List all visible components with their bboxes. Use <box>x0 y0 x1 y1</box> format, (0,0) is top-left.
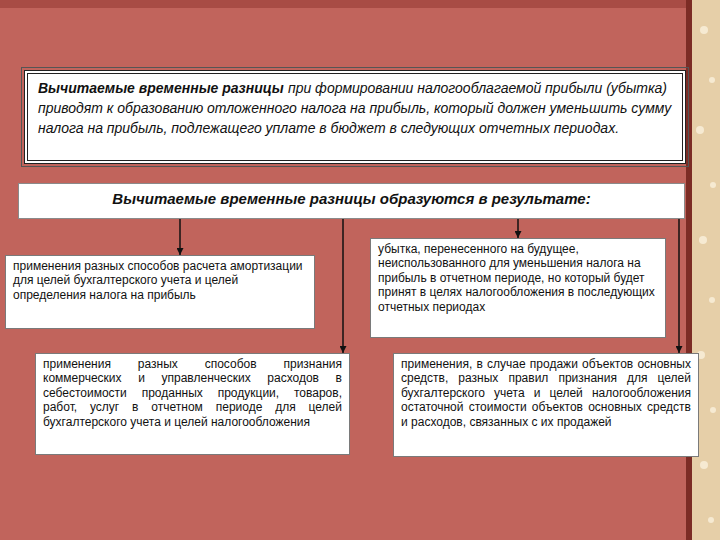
arrow-connector <box>678 219 680 353</box>
arrow-connector <box>179 219 181 255</box>
cause-box: применения, в случае продажи объектов ос… <box>393 353 699 457</box>
cause-box: применения разных способов признания ком… <box>35 353 350 455</box>
arrow-connector <box>342 219 344 353</box>
definition-box: Вычитаемые временные разницыпри формиров… <box>24 70 686 164</box>
top-band <box>0 0 720 8</box>
box-text: убытка, перенесенного на будущее, неиспо… <box>378 242 658 314</box>
divider-stripe <box>686 0 692 540</box>
box-text: Вычитаемые временные разницы образуются … <box>29 189 674 209</box>
box-text: Вычитаемые временные разницы <box>38 80 284 96</box>
ornament-strip <box>692 0 720 540</box>
box-text: применения разных способов признания ком… <box>43 357 342 429</box>
heading-box: Вычитаемые временные разницы образуются … <box>18 183 685 219</box>
cause-box: применения разных способов расчета аморт… <box>5 255 315 329</box>
box-text: применения разных способов расчета аморт… <box>13 259 307 302</box>
box-text: применения, в случае продажи объектов ос… <box>401 357 691 429</box>
arrow-connector <box>517 219 519 238</box>
ornament-pattern <box>696 26 716 523</box>
cause-box: убытка, перенесенного на будущее, неиспо… <box>370 238 666 338</box>
